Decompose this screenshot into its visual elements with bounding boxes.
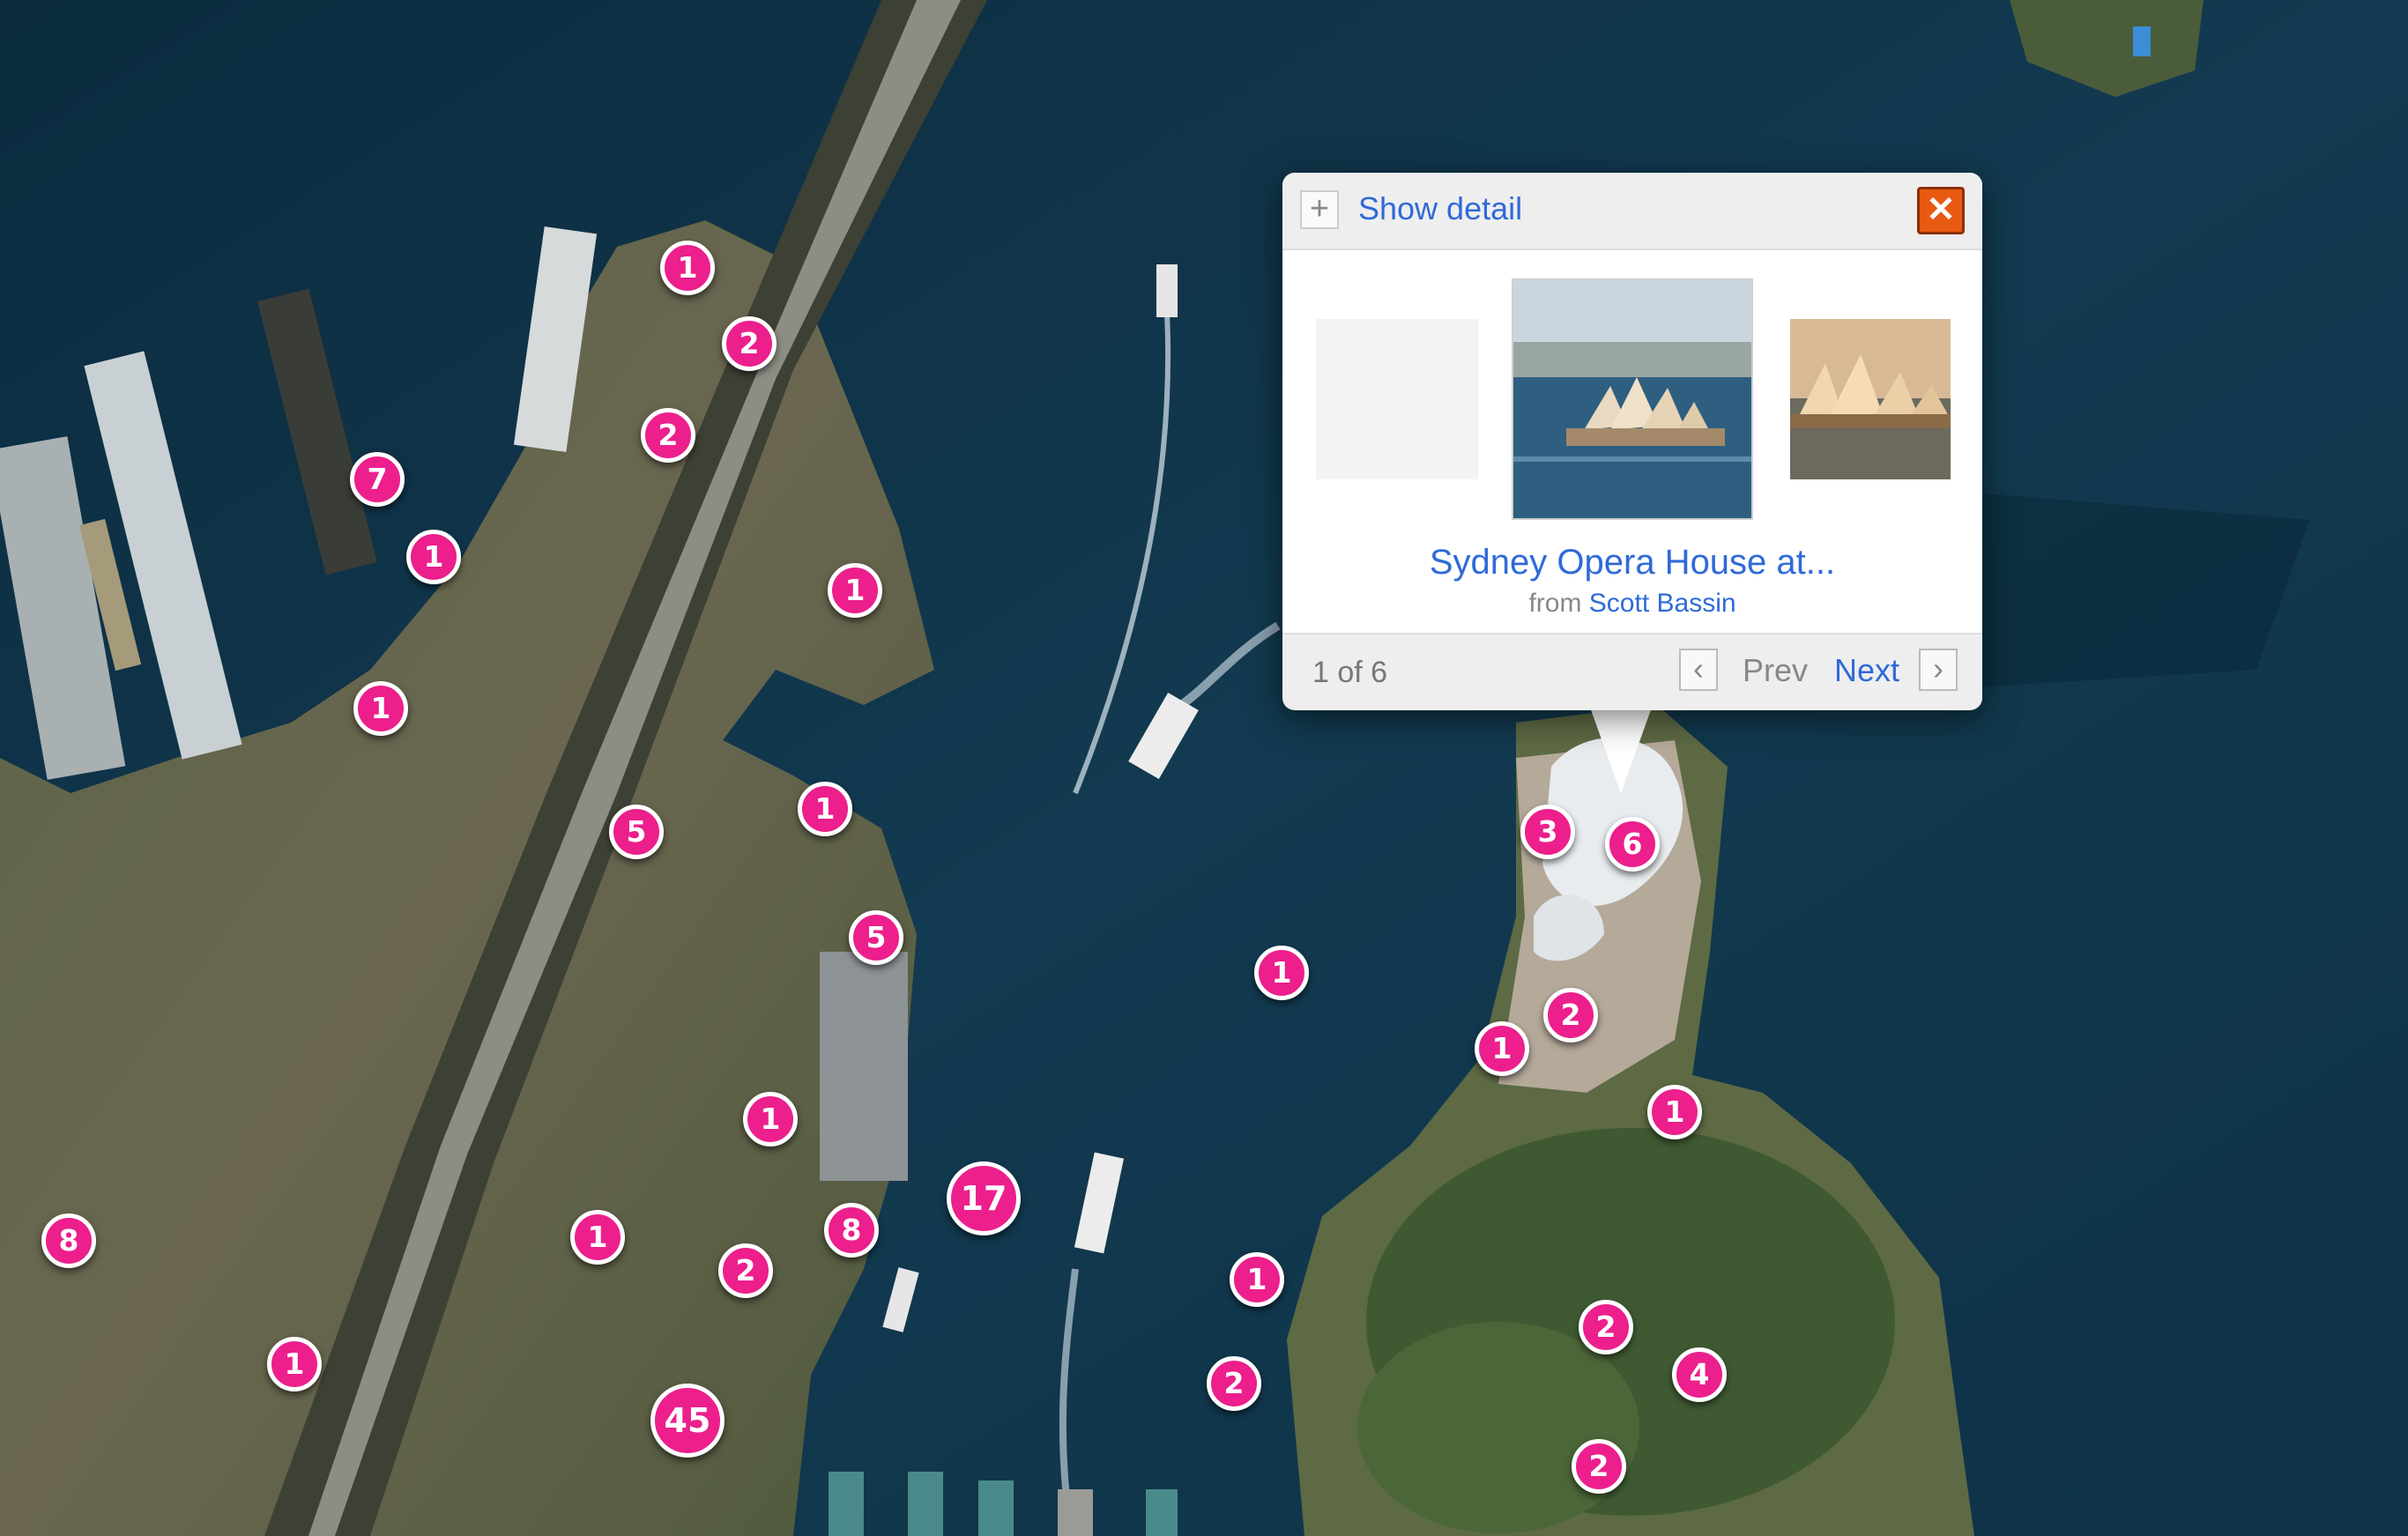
photo-cluster-marker[interactable]: 8 [824, 1203, 879, 1258]
photo-cluster-marker[interactable]: 1 [743, 1092, 798, 1146]
photo-cluster-marker[interactable]: 5 [609, 805, 664, 859]
photo-thumbnail-next[interactable] [1790, 319, 1951, 479]
photo-cluster-marker[interactable]: 2 [1579, 1300, 1633, 1354]
photo-cluster-marker[interactable]: 2 [641, 408, 695, 463]
plus-icon[interactable]: + [1300, 190, 1339, 229]
photo-cluster-marker[interactable]: 6 [1605, 817, 1660, 872]
photo-cluster-marker[interactable]: 2 [1207, 1356, 1261, 1411]
photo-cluster-marker[interactable]: 1 [570, 1210, 625, 1265]
show-detail-link[interactable]: Show detail [1358, 190, 1523, 226]
photo-cluster-marker[interactable]: 8 [41, 1213, 96, 1268]
thumbnail-placeholder [1316, 319, 1478, 479]
photo-thumbnail-main[interactable] [1512, 278, 1753, 520]
photo-cluster-marker[interactable]: 45 [650, 1384, 725, 1458]
photo-popup: + Show detail ✕ [1282, 173, 1982, 710]
photo-cluster-marker[interactable]: 1 [1475, 1021, 1529, 1076]
photo-counter: 1 of 6 [1312, 656, 1388, 689]
from-label: from [1528, 589, 1582, 618]
photo-cluster-marker[interactable]: 4 [1672, 1347, 1727, 1402]
opera-house-photo-2 [1790, 319, 1951, 479]
photo-cluster-marker[interactable]: 2 [1572, 1439, 1626, 1494]
photo-cluster-marker[interactable]: 1 [798, 782, 852, 836]
popup-pointer [1589, 705, 1653, 793]
photo-cluster-marker[interactable]: 1 [1254, 946, 1309, 1000]
next-icon[interactable]: › [1919, 649, 1958, 691]
photo-cluster-marker[interactable]: 1 [353, 681, 408, 736]
prev-icon[interactable]: ‹ [1679, 649, 1718, 691]
photo-attribution: from Scott Bassin [1282, 589, 1982, 619]
photo-cluster-marker[interactable]: 1 [828, 563, 882, 618]
author-link[interactable]: Scott Bassin [1588, 589, 1736, 618]
photo-cluster-marker[interactable]: 7 [350, 452, 405, 507]
prev-button[interactable]: Prev [1743, 652, 1809, 688]
photo-cluster-marker[interactable]: 17 [947, 1161, 1021, 1235]
photo-cluster-marker[interactable]: 2 [718, 1243, 773, 1298]
photo-cluster-marker[interactable]: 5 [849, 910, 903, 965]
close-icon: ✕ [1926, 190, 1956, 229]
photo-cluster-marker[interactable]: 1 [267, 1337, 322, 1391]
popup-header: + Show detail ✕ [1282, 173, 1982, 250]
close-button[interactable]: ✕ [1917, 187, 1965, 234]
opera-house-photo [1513, 280, 1751, 518]
photo-cluster-marker[interactable]: 2 [722, 316, 777, 371]
photo-title-link[interactable]: Sydney Opera House at... [1429, 543, 1836, 582]
photo-cluster-marker[interactable]: 1 [660, 241, 715, 295]
photo-cluster-marker[interactable]: 1 [1230, 1252, 1284, 1307]
photo-cluster-marker[interactable]: 1 [1647, 1085, 1702, 1139]
photo-cluster-marker[interactable]: 2 [1543, 988, 1598, 1043]
next-button[interactable]: Next [1834, 652, 1900, 688]
photo-cluster-marker[interactable]: 1 [406, 530, 461, 584]
popup-footer: 1 of 6 ‹ Prev Next › [1282, 633, 1982, 710]
photo-cluster-marker[interactable]: 3 [1520, 805, 1575, 859]
